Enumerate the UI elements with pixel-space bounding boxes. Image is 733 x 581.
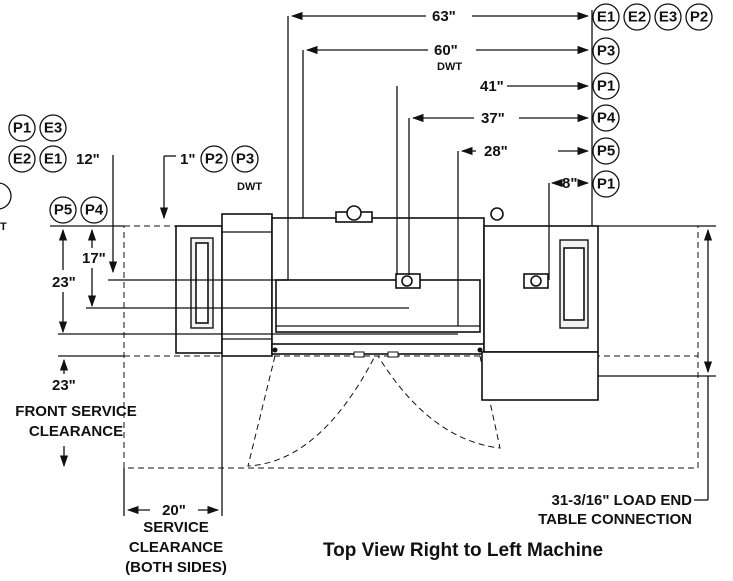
partial-label: T: [0, 221, 7, 233]
bubble-e1: E1: [597, 9, 615, 26]
bubble-e3: E3: [659, 9, 677, 26]
dim-8: 8": [562, 175, 577, 192]
bubble-p4: P4: [597, 110, 616, 127]
dim-17: 17": [82, 250, 106, 267]
dim-23-left: 23": [52, 274, 76, 291]
dim-23-front: 23": [52, 377, 76, 394]
dim-20: 20": [162, 502, 186, 519]
dim-63: 63": [432, 8, 456, 25]
bubble-p1-41: P1: [597, 78, 615, 95]
bubble-row-63: E1 E2 E3 P2: [592, 3, 713, 31]
bubble-left-p1: P1: [13, 120, 31, 137]
dim-28: 28": [484, 143, 508, 160]
dim-1-sub: DWT: [237, 181, 262, 193]
bubble-left-e3: E3: [44, 120, 62, 137]
bubble-p3: P3: [597, 43, 615, 60]
bubble-p5: P5: [597, 143, 615, 160]
bubble-left-p5: P5: [54, 202, 72, 219]
bubble-p2: P2: [690, 9, 708, 26]
dim-60-sub: DWT: [437, 61, 462, 73]
bubbles-right: E1 E2 E3 P2 P3 P1 P4 P5 P1: [592, 3, 713, 198]
service-label: SERVICE: [143, 519, 209, 536]
top-dimensions: 63" 60" DWT 41" 37" 28" 8": [287, 8, 593, 326]
diagram-caption: Top View Right to Left Machine: [323, 540, 603, 561]
front-clearance-label: CLEARANCE: [29, 423, 123, 440]
service-clearance-label: CLEARANCE: [129, 539, 223, 556]
machine-body: [175, 205, 599, 401]
bubble-e2: E2: [628, 9, 646, 26]
dim-60: 60": [434, 42, 458, 59]
bubble-mid-p3: P3: [236, 151, 254, 168]
load-end-label: 31-3/16" LOAD END: [552, 492, 693, 509]
front-service-clearance: 23" FRONT SERVICE CLEARANCE: [15, 355, 137, 468]
left-dimensions: T P1 E3 E2 E1 12" P5 P4 17" 23" 1" P2 P3…: [0, 114, 458, 335]
side-service-clearance: 20" SERVICE CLEARANCE (BOTH SIDES): [123, 356, 227, 576]
dim-12: 12": [76, 151, 100, 168]
clearance-envelope: [123, 225, 699, 469]
bubble-left-p4: P4: [85, 202, 104, 219]
bubble-p1-8: P1: [597, 176, 615, 193]
front-service-label: FRONT SERVICE: [15, 403, 136, 420]
load-end-dimension: 31-3/16" LOAD END TABLE CONNECTION: [538, 225, 716, 528]
service-both-sides-label: (BOTH SIDES): [125, 559, 227, 576]
dim-41: 41": [480, 78, 504, 95]
table-connection-label: TABLE CONNECTION: [538, 511, 692, 528]
dim-1: 1": [180, 151, 195, 168]
bubble-left-e2: E2: [13, 151, 31, 168]
bubble-mid-p2: P2: [205, 151, 223, 168]
bubble-left-e1: E1: [44, 151, 62, 168]
dim-37: 37": [481, 110, 505, 127]
